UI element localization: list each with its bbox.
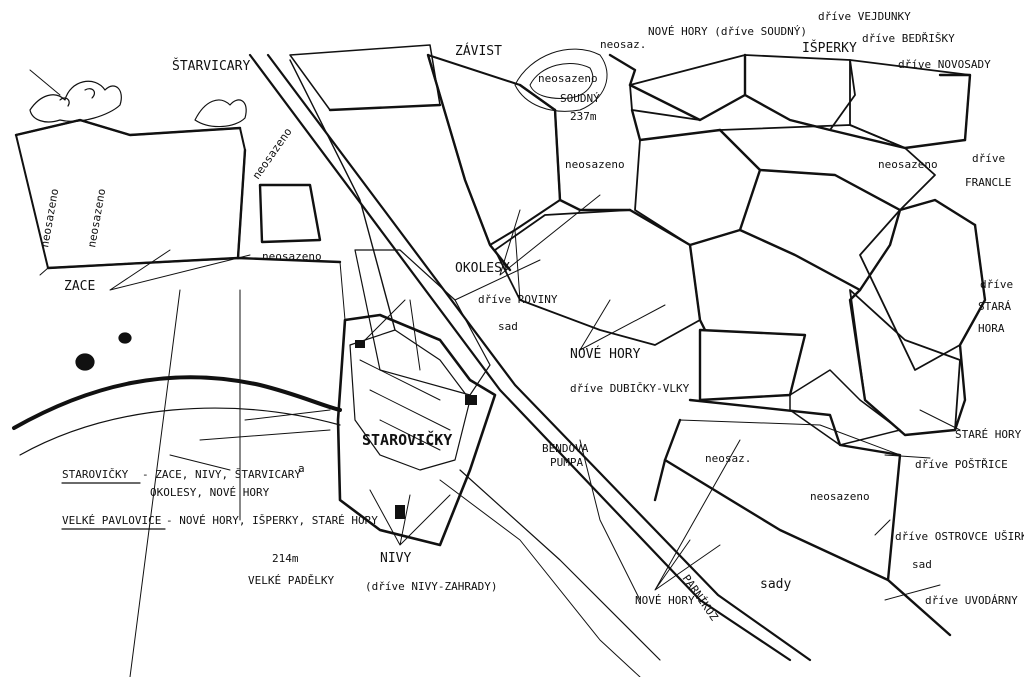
paths-and-tracks bbox=[29, 69, 641, 677]
field-bedrisky bbox=[849, 59, 971, 149]
label-drive-novosady: dříve NOVOSADY bbox=[898, 58, 991, 71]
field-east-slope bbox=[849, 289, 961, 436]
label-elevation-237: 237m bbox=[570, 110, 597, 123]
label-drive-uvodarny: dříve UVODÁRNY bbox=[925, 594, 1018, 607]
label-drive-dubicky: dříve DUBIČKY-VLKY bbox=[570, 382, 690, 395]
label-nivy: NIVY bbox=[380, 551, 411, 566]
label-okolesy: OKOLESY bbox=[455, 261, 510, 276]
field-francle bbox=[739, 169, 901, 291]
hill-soudny bbox=[514, 48, 608, 112]
label-starvicary: ŠTARVICARY bbox=[172, 58, 250, 74]
field-postrice bbox=[789, 369, 901, 446]
field-vejdunky bbox=[744, 54, 856, 131]
annotation-arrows bbox=[109, 194, 961, 601]
label-neosazeno-low1: neosaz. bbox=[705, 452, 751, 465]
label-neosazeno-left2: neosazeno bbox=[85, 188, 108, 249]
label-neosazeno-low2: neosazeno bbox=[810, 490, 870, 503]
label-neosazeno-left1: neosazeno bbox=[38, 188, 61, 249]
label-bendova-pumpa-1: BENDOVA bbox=[542, 442, 589, 455]
field-nove-hory-north bbox=[629, 54, 746, 121]
label-drive-postrice: dříve POŠTŘICE bbox=[915, 458, 1008, 471]
label-sady: sady bbox=[760, 577, 791, 592]
label-neosazeno-left3: neosazeno bbox=[250, 125, 295, 181]
label-neosazeno-mid: neosazeno bbox=[565, 158, 625, 171]
legend-place: VELKÉ PADĚLKY bbox=[248, 574, 334, 587]
field-roviny bbox=[494, 209, 701, 346]
label-drive-roviny: dříve ROVINY bbox=[478, 293, 558, 306]
field-starvicary-north bbox=[289, 44, 441, 111]
legend-line1-name: STAROVIČKY bbox=[62, 468, 129, 481]
label-zavist: ZÁVIST bbox=[455, 43, 502, 59]
label-starovicky: STAROVIČKY bbox=[362, 430, 452, 449]
legend-elevation: 214m bbox=[272, 552, 299, 565]
legend-line1-tail: a bbox=[298, 462, 305, 475]
label-drive-francle-2: FRANCLE bbox=[965, 176, 1011, 189]
label-neosazeno-top: neosaz. bbox=[600, 38, 646, 51]
label-neosazeno-zace: neosazeno bbox=[262, 250, 322, 263]
label-drive-francle-1: dříve bbox=[972, 152, 1005, 165]
main-road bbox=[12, 59, 661, 661]
label-soudny: SOUDNÝ bbox=[560, 92, 600, 105]
label-drive-stara-hora-2: STARÁ bbox=[978, 300, 1011, 313]
label-bendova-pumpa-2: PUMPA bbox=[550, 456, 583, 469]
label-isperky: IŠPERKY bbox=[802, 40, 857, 56]
legend: STAROVIČKY - ZACE, NIVY, ŠTARVICARY a OK… bbox=[61, 462, 378, 587]
label-sad-2: sad bbox=[912, 558, 932, 571]
label-drive-nivy: (dříve NIVY-ZAHRADY) bbox=[365, 580, 497, 593]
woodland-scrub bbox=[29, 80, 247, 371]
legend-line3-text: - NOVÉ HORY, IŠPERKY, STARÉ HORY bbox=[166, 514, 378, 527]
label-drive-ostrovce: dříve OSTROVCE UŠIRKY bbox=[895, 530, 1024, 543]
railway-line bbox=[248, 53, 812, 662]
legend-line1-text: - ZACE, NIVY, ŠTARVICARY bbox=[142, 468, 301, 481]
label-nove-hory-soudny: NOVÉ HORY (dříve SOUDNÝ) bbox=[648, 25, 807, 38]
label-stare-hory: STARÉ HORY bbox=[955, 428, 1022, 441]
label-drive-stara-hora-1: dříve bbox=[980, 278, 1013, 291]
label-drive-stara-hora-3: HORA bbox=[978, 322, 1005, 335]
label-drive-bedrisky: dříve BEDŘIŠKY bbox=[862, 32, 955, 45]
label-neosazeno-soudny: neosazeno bbox=[538, 72, 598, 85]
field-stara-hora bbox=[859, 199, 986, 371]
field-dubicky bbox=[699, 329, 806, 401]
village-starovicky bbox=[336, 313, 497, 547]
legend-line3-name: VELKÉ PAVLOVICE bbox=[62, 514, 161, 527]
label-nove-hory-low: NOVÉ HORY bbox=[635, 594, 695, 607]
label-drive-vejdunky: dříve VEJDUNKY bbox=[818, 10, 911, 23]
label-nove-hory-mid: NOVÉ HORY bbox=[570, 346, 641, 362]
legend-line2-text: OKOLESY, NOVÉ HORY bbox=[150, 486, 270, 499]
label-zace: ZACE bbox=[64, 279, 95, 294]
label-neosazeno-right: neosazeno bbox=[878, 158, 938, 171]
label-sad-1: sad bbox=[498, 320, 518, 333]
field-boundaries bbox=[14, 53, 987, 637]
